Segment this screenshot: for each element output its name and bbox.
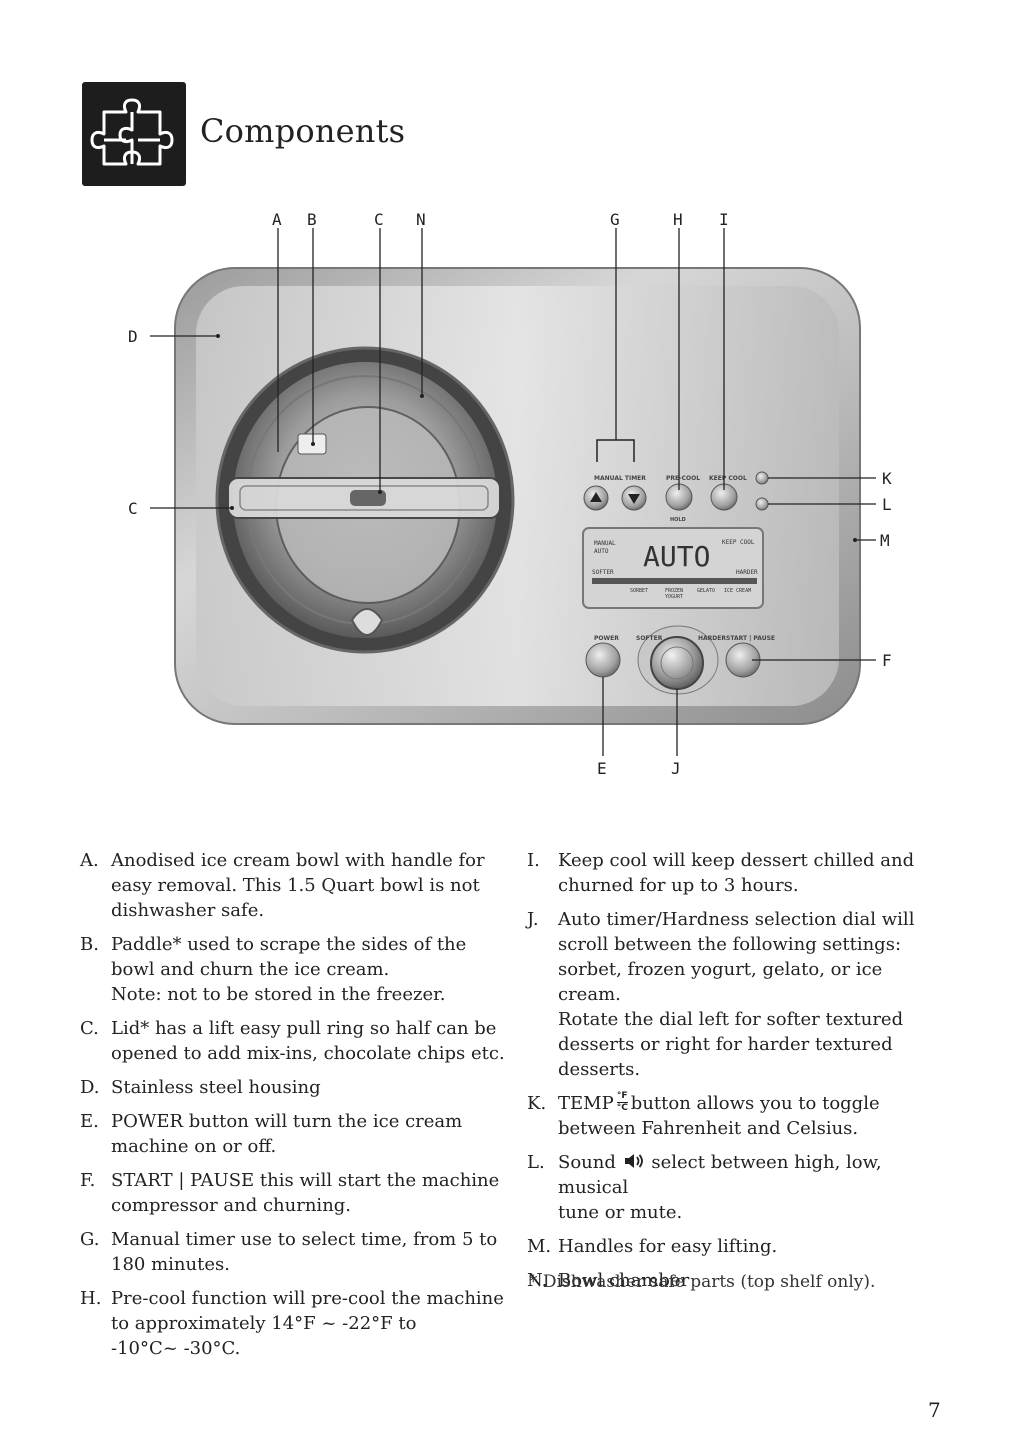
ice-cream-machine-illustration: MANUAL TIMER PRE-COOL HOLD KEEP COOL MAN… — [128, 210, 892, 778]
callout-h: H — [673, 210, 683, 229]
lid-pull-ring — [351, 608, 384, 636]
svg-text:HARDER: HARDER — [698, 635, 726, 642]
list-item-i: I. Keep cool will keep dessert chilled a… — [527, 850, 915, 896]
svg-text:START | PAUSE: START | PAUSE — [726, 635, 775, 642]
svg-text:SOFTER: SOFTER — [636, 635, 663, 642]
list-item-b: B. Paddle* used to scrape the sides of t… — [80, 934, 467, 1005]
svg-text:ICE CREAM: ICE CREAM — [724, 588, 751, 594]
svg-text:HARDER: HARDER — [736, 569, 758, 576]
hardness-dial — [650, 636, 704, 690]
callout-i: I — [719, 210, 729, 229]
callout-c-top: C — [374, 210, 384, 229]
product-diagram: MANUAL TIMER PRE-COOL HOLD KEEP COOL MAN… — [0, 200, 1024, 790]
footnote: * Dishwasher safe parts (top shelf only)… — [529, 1272, 876, 1292]
list-item-e: E. POWER button will turn the ice cream … — [80, 1111, 463, 1157]
callout-c-left: C — [128, 499, 138, 518]
components-list-right: I. Keep cool will keep dessert chilled a… — [527, 848, 947, 1302]
components-list-left: A. Anodised ice cream bowl with handle f… — [80, 848, 510, 1370]
pre-cool-label: PRE-COOL — [666, 475, 700, 482]
speaker-icon — [624, 1154, 643, 1168]
callout-e: E — [597, 759, 607, 778]
components-section-icon — [82, 82, 186, 186]
callout-f: F — [882, 651, 892, 670]
callout-d: D — [128, 327, 138, 346]
callout-a: A — [272, 210, 282, 229]
list-item-m: M. Handles for easy lifting. — [527, 1236, 778, 1257]
callout-b: B — [307, 210, 317, 229]
lcd-main-readout: AUTO — [643, 540, 710, 573]
svg-text:YOGURT: YOGURT — [665, 594, 683, 600]
list-item-l: L. Sound select between high, low, music… — [527, 1152, 882, 1223]
lcd-display — [582, 527, 764, 609]
list-item-g: G. Manual timer use to select time, from… — [80, 1229, 498, 1275]
svg-text:MANUAL: MANUAL — [594, 540, 616, 547]
svg-text:AUTO: AUTO — [594, 548, 609, 555]
manual-timer-label: MANUAL TIMER — [594, 475, 646, 482]
list-item-d: D. Stainless steel housing — [80, 1077, 321, 1098]
svg-text:SORBET: SORBET — [630, 588, 648, 594]
svg-text:SOFTER: SOFTER — [592, 569, 614, 576]
list-item-n: N. Bowl chamber — [527, 1270, 690, 1291]
hold-label: HOLD — [670, 517, 686, 523]
callout-k: K — [882, 469, 892, 488]
page-number: 7 — [928, 1398, 941, 1422]
power-button — [585, 642, 621, 678]
callout-l: L — [882, 495, 892, 514]
list-item-f: F. START | PAUSE this will start the mac… — [80, 1170, 500, 1216]
list-item-h: H. Pre-cool function will pre-cool the m… — [80, 1288, 504, 1359]
callout-n: N — [416, 210, 426, 229]
sound-button — [755, 497, 769, 511]
svg-text:KEEP COOL: KEEP COOL — [722, 539, 755, 546]
list-item-c: C. Lid* has a lift easy pull ring so hal… — [80, 1018, 505, 1064]
callout-j: J — [671, 759, 681, 778]
keep-cool-label: KEEP COOL — [709, 475, 747, 482]
puzzle-icon — [90, 98, 174, 166]
page-title: Components — [200, 112, 406, 150]
list-item-j: J. Auto timer/Hardness selection dial wi… — [527, 909, 915, 1080]
temp-toggle-icon: °F°C — [616, 1090, 628, 1113]
svg-text:POWER: POWER — [594, 635, 619, 642]
callout-g: G — [610, 210, 620, 229]
callout-m: M — [880, 531, 890, 550]
list-item-a: A. Anodised ice cream bowl with handle f… — [80, 850, 485, 921]
temp-toggle-button — [755, 471, 769, 485]
svg-text:GELATO: GELATO — [697, 588, 715, 594]
svg-text:FROZEN: FROZEN — [665, 588, 683, 594]
